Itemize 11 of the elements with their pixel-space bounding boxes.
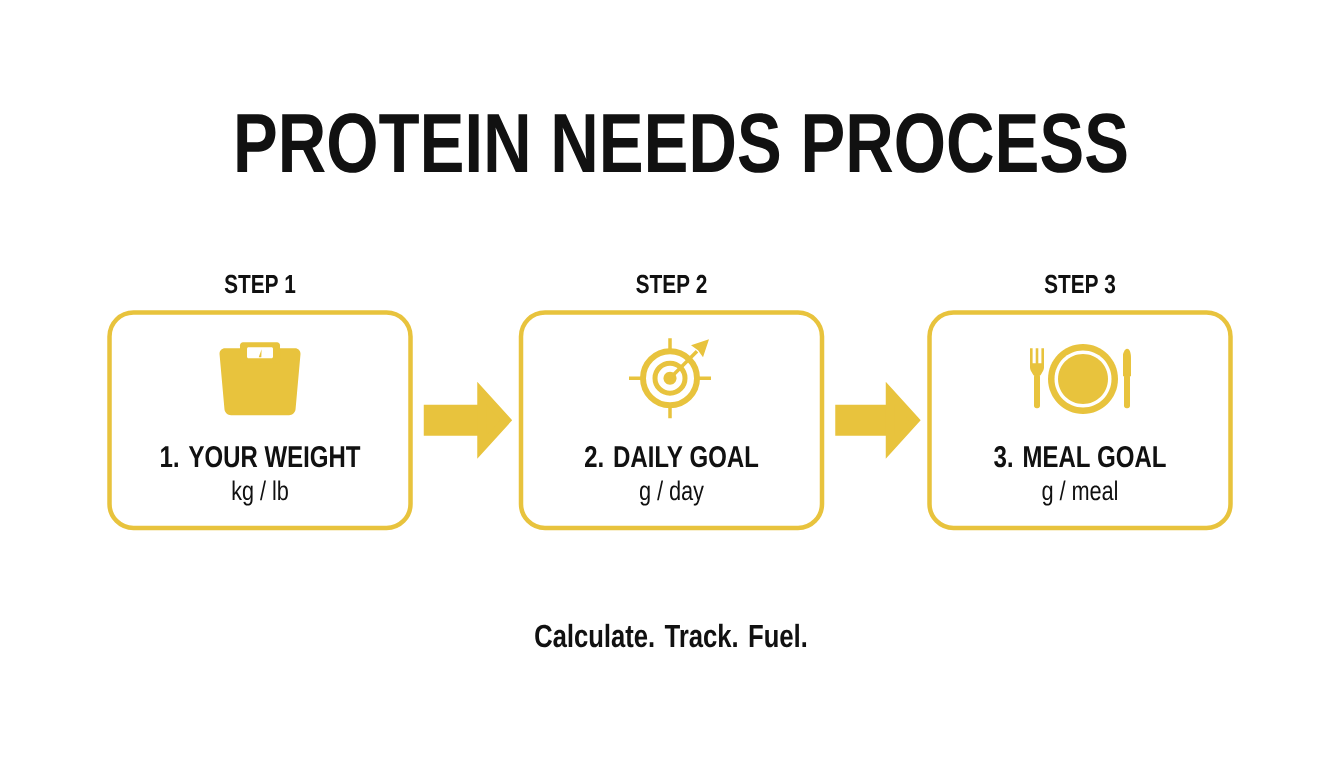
step-title: 3. MEAL GOAL: [994, 446, 1166, 468]
unit-text: g / meal: [1042, 480, 1117, 506]
unit-text: kg / lb: [232, 480, 288, 506]
step-title: 1. YOUR WEIGHT: [161, 446, 361, 468]
page-title: PROTEIN NEEDS PROCESS: [237, 113, 1127, 173]
step-heading: STEP 1: [224, 274, 296, 294]
step-title: 2. DAILY GOAL: [585, 446, 759, 468]
step-heading: STEP 3: [1044, 274, 1116, 294]
step-heading: STEP 2: [636, 274, 707, 294]
unit-text: g / day: [640, 480, 704, 506]
caption-text: Calculate. Track. Fuel.: [535, 623, 807, 648]
